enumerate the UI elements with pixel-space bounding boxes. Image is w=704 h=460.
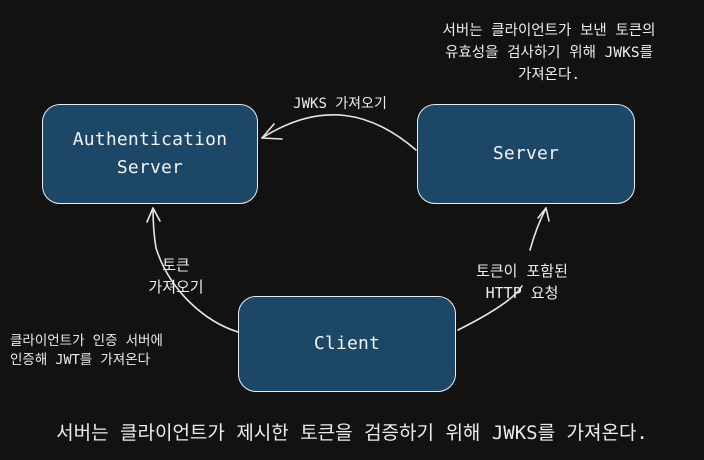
edge-label-token-request: 토큰이 포함된 HTTP 요청	[476, 262, 568, 302]
client-label: Client	[313, 333, 381, 354]
diagram-caption: 서버는 클라이언트가 제시한 토큰을 검증하기 위해 JWKS를 가져온다.	[56, 422, 648, 444]
arrowhead-auth-server-icon	[261, 123, 283, 140]
client-note: 클라이언트가 인증 서버에 인증해 JWT를 가져온다	[10, 333, 163, 368]
server-label: Server	[492, 143, 560, 164]
auth-server-node: Authentication Server	[42, 104, 258, 204]
edge-label-jwks-fetch: JWKS 가져오기	[293, 96, 387, 112]
arrowhead-up-auth-icon	[146, 207, 161, 223]
auth-server-label: Authentication Server	[72, 129, 228, 178]
client-node: Client	[238, 296, 456, 392]
edge-server-to-auth-server	[261, 114, 417, 151]
edge-client-to-server-upper	[529, 207, 547, 251]
arrowhead-up-server-icon	[537, 207, 550, 222]
edge-label-token-fetch: 토큰 가져오기	[148, 256, 204, 296]
server-node: Server	[417, 104, 635, 204]
server-note: 서버는 클라이언트가 보낸 토큰의 유효성을 검사하기 위해 JWKS를 가져온…	[442, 23, 656, 83]
